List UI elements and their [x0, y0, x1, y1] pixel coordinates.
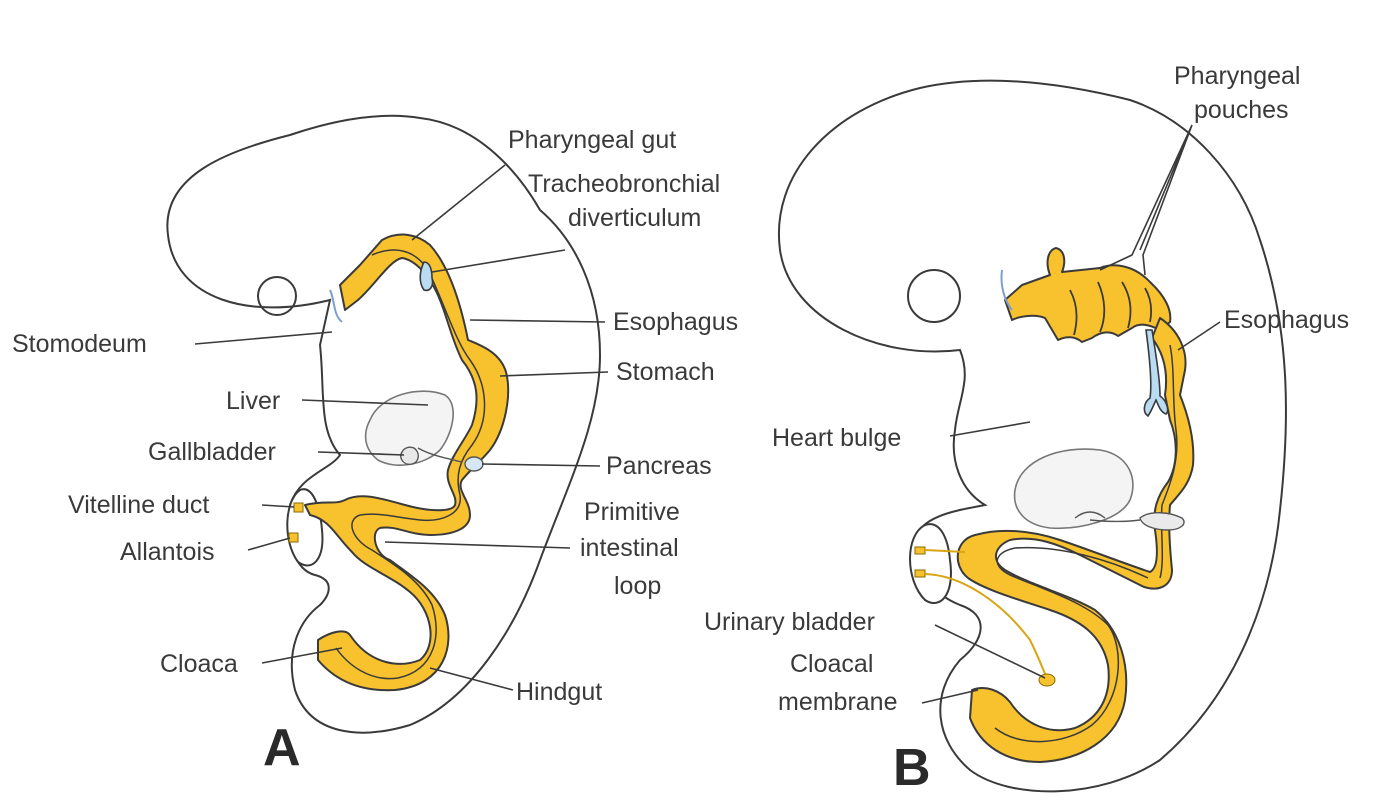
- label-gallbladder: Gallbladder: [148, 438, 276, 466]
- label-cloacal-membrane-line2: membrane: [778, 688, 898, 716]
- label-cloacal-membrane-line1: Cloacal: [790, 650, 873, 678]
- label-pharyngeal-pouches-line1: Pharyngeal: [1174, 62, 1300, 90]
- label-pharyngeal-gut: Pharyngeal gut: [508, 126, 676, 154]
- allantois-marker-b: [915, 570, 925, 577]
- label-stomodeum: Stomodeum: [12, 330, 147, 358]
- panel-b: Pharyngeal pouches Esophagus Heart bulge…: [704, 62, 1349, 797]
- label-heart-bulge: Heart bulge: [772, 424, 901, 452]
- label-esophagus-b: Esophagus: [1224, 306, 1349, 334]
- label-cloaca: Cloaca: [160, 650, 238, 678]
- label-vitelline-duct: Vitelline duct: [68, 491, 209, 519]
- pancreas-a: [465, 457, 483, 471]
- yolk-stalk-b: [910, 524, 951, 603]
- panel-letter-a: A: [263, 719, 301, 777]
- panel-a: Pharyngeal gut Tracheobronchial divertic…: [12, 116, 738, 777]
- label-esophagus-a: Esophagus: [613, 308, 738, 336]
- allantois-marker-a: [289, 533, 298, 542]
- label-hindgut: Hindgut: [516, 678, 602, 706]
- leader-stomodeum: [195, 332, 332, 344]
- label-stomach: Stomach: [616, 358, 715, 386]
- vitelline-duct-marker-a: [294, 503, 303, 512]
- label-liver: Liver: [226, 387, 280, 415]
- label-allantois: Allantois: [120, 538, 215, 566]
- label-primitive-line3: loop: [614, 572, 661, 600]
- label-tracheobronchial-line1: Tracheobronchial: [528, 170, 720, 198]
- panel-letter-b: B: [893, 739, 931, 797]
- label-primitive-line2: intestinal: [580, 534, 679, 562]
- label-tracheobronchial-line2: diverticulum: [568, 204, 701, 232]
- leader-allantois: [248, 538, 290, 550]
- label-primitive-line1: Primitive: [584, 498, 680, 526]
- label-pharyngeal-pouches-line2: pouches: [1194, 96, 1289, 124]
- tracheobronchial-bud-a: [420, 262, 432, 290]
- vitelline-marker-b: [915, 547, 925, 554]
- label-urinary-bladder: Urinary bladder: [704, 608, 875, 636]
- label-pancreas: Pancreas: [606, 452, 712, 480]
